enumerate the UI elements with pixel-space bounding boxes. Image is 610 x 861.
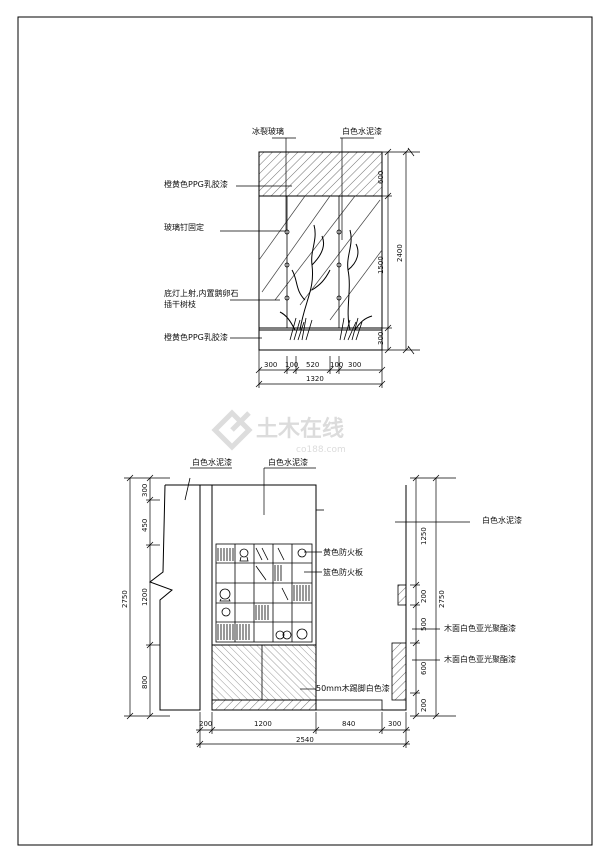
left-wall-section <box>148 484 201 711</box>
dim-w300a: 300 <box>264 361 277 369</box>
cabinet-base <box>211 644 317 701</box>
dim-right-2750: 2750 <box>438 590 446 608</box>
bottom-width-dims <box>196 712 410 748</box>
dim-w100b: 100 <box>330 361 343 369</box>
dim-bot-1200: 1200 <box>254 720 272 728</box>
dim-1500: 1500 <box>377 256 385 274</box>
dim-right-500: 500 <box>420 618 428 631</box>
top-elevation: 冰裂玻璃 白色水泥漆 橙黄色PPG乳胶漆 玻璃钉固定 底灯上射,内置鹅卵石 插干… <box>164 126 420 388</box>
dim-w300b: 300 <box>348 361 361 369</box>
shelf-grid <box>215 543 313 643</box>
label-bottom-light-2: 插干树枝 <box>164 299 196 309</box>
dim-left-800: 800 <box>141 676 149 689</box>
label-orange-ppg-top: 橙黄色PPG乳胶漆 <box>164 179 228 189</box>
label-baseboard: 50mm木踢脚白色漆 <box>316 683 390 693</box>
label-wood-white-matte-1: 木面白色亚光聚酯漆 <box>444 623 516 633</box>
dim-right-200b: 200 <box>420 699 428 712</box>
dim-right-200a: 200 <box>420 590 428 603</box>
label-ice-crack-glass: 冰裂玻璃 <box>252 126 284 136</box>
dim-w100a: 100 <box>285 361 298 369</box>
glass-nails <box>284 229 342 301</box>
watermark: 土木在线 co188.com <box>211 409 346 455</box>
watermark-url: co188.com <box>296 445 346 455</box>
dim-bot-300: 300 <box>388 720 401 728</box>
dim-w520: 520 <box>306 361 319 369</box>
bottom-band <box>258 327 383 351</box>
dim-bot-2540: 2540 <box>296 736 314 744</box>
right-panel-hatch <box>391 642 407 701</box>
bottom-right-dims <box>410 474 456 720</box>
top-right-dims <box>382 147 420 355</box>
label-glass-nail-fix: 玻璃钉固定 <box>164 222 204 232</box>
dim-bot-200: 200 <box>199 720 212 728</box>
dim-left-450: 450 <box>141 519 149 532</box>
label-wood-white-matte-2: 木面白色亚光聚酯漆 <box>444 654 516 664</box>
dim-w1320: 1320 <box>306 375 324 383</box>
dim-2400: 2400 <box>396 244 404 262</box>
label-yellow-fireboard: 黄色防火板 <box>323 547 363 557</box>
tree-branches <box>279 224 373 331</box>
right-low-cabinet <box>315 699 383 711</box>
dim-300: 300 <box>377 332 385 345</box>
label-blue-fireboard: 篮色防火板 <box>323 567 363 577</box>
dim-right-600: 600 <box>420 662 428 675</box>
sheet-border <box>17 16 593 846</box>
label-white-cement-top: 白色水泥漆 <box>342 126 382 136</box>
label-orange-ppg-bottom: 橙黄色PPG乳胶漆 <box>164 332 228 342</box>
dim-left-2750: 2750 <box>121 590 129 608</box>
dim-left-300: 300 <box>141 484 149 497</box>
top-bottom-dims <box>255 350 386 388</box>
top-leaders <box>220 137 374 339</box>
label-white-cement-left: 白色水泥漆 <box>192 457 232 467</box>
bottom-left-dims <box>124 474 170 720</box>
right-panel-small <box>397 584 407 606</box>
shelf-books <box>217 548 310 640</box>
dim-600: 600 <box>377 171 385 184</box>
glass-lines <box>258 195 383 321</box>
dim-right-1250: 1250 <box>420 527 428 545</box>
shrubs <box>289 317 363 341</box>
baseboard <box>211 699 317 711</box>
dim-bot-840: 840 <box>342 720 355 728</box>
bottom-leaders <box>190 467 470 690</box>
dim-left-1200: 1200 <box>141 588 149 606</box>
watermark-logo-icon <box>211 409 253 451</box>
right-wall-outline <box>382 485 407 711</box>
label-white-cement-right: 白色水泥漆 <box>482 515 522 525</box>
label-bottom-light-1: 底灯上射,内置鹅卵石 <box>164 288 239 298</box>
watermark-text: 土木在线 <box>256 416 344 442</box>
label-white-cement-mid: 白色水泥漆 <box>268 457 308 467</box>
bottom-elevation: 白色水泥漆 白色水泥漆 白色水泥漆 黄色防火板 篮色防火板 木面白色亚光聚酯漆 … <box>121 457 522 748</box>
shelf-vases <box>219 547 308 640</box>
top-hatch-band <box>258 151 383 197</box>
